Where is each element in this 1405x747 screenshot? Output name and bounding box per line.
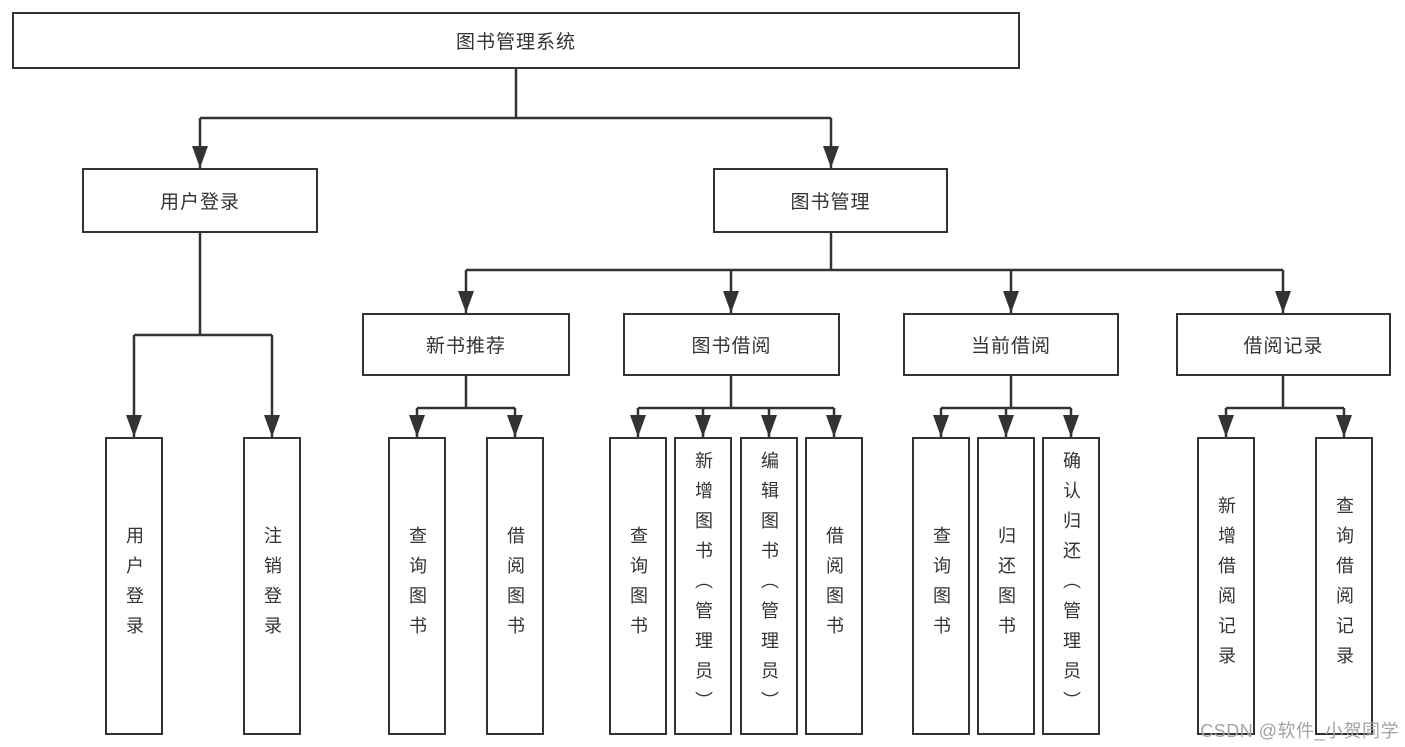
arrowhead-icon [630, 415, 646, 437]
node-query-books-current: 查询图书 [912, 437, 970, 735]
node-query-books-borrow: 查询图书 [609, 437, 667, 735]
arrowhead-icon [723, 291, 739, 313]
arrowhead-icon [192, 146, 208, 168]
arrowhead-icon [826, 415, 842, 437]
node-label: 当前借阅 [970, 336, 1051, 357]
node-label: 图书管理系统 [455, 32, 576, 53]
watermark-text: CSDN @软件_小贺同学 [1200, 721, 1399, 741]
node-edit-books-admin: 编辑图书（管理员） [740, 437, 798, 735]
node-label: 查询图书 [407, 526, 427, 646]
node-label: 查询图书 [628, 526, 648, 646]
node-label: 借阅记录 [1243, 336, 1324, 357]
arrowhead-icon [1218, 415, 1234, 437]
node-borrow-records: 借阅记录 [1176, 313, 1391, 376]
node-label: 查询图书 [931, 526, 951, 646]
edges-root-to-level2 [192, 69, 839, 168]
node-label: 图书借阅 [691, 336, 772, 357]
node-user-login: 用户登录 [82, 168, 318, 233]
node-label: 借阅图书 [505, 526, 525, 646]
edges-current-borrow-children [933, 376, 1079, 437]
edges-new-book-recommend-children [409, 376, 523, 437]
node-label: 新增借阅记录 [1216, 496, 1236, 676]
node-add-books-admin: 新增图书（管理员） [674, 437, 732, 735]
node-label: 用户登录 [159, 192, 240, 213]
arrowhead-icon [126, 415, 142, 437]
node-return-books: 归还图书 [977, 437, 1035, 735]
arrowhead-icon [998, 415, 1014, 437]
node-label: 确认归还（管理员） [1061, 451, 1081, 721]
node-query-borrow-record: 查询借阅记录 [1315, 437, 1373, 735]
node-query-books-recommend: 查询图书 [388, 437, 446, 735]
arrowhead-icon [458, 291, 474, 313]
edges-borrow-records-children [1218, 376, 1352, 437]
node-borrow-books-recommend: 借阅图书 [486, 437, 544, 735]
node-label: 借阅图书 [824, 526, 844, 646]
node-confirm-return-admin: 确认归还（管理员） [1042, 437, 1100, 735]
arrowhead-icon [1003, 291, 1019, 313]
arrowhead-icon [264, 415, 280, 437]
arrowhead-icon [1063, 415, 1079, 437]
node-book-borrow: 图书借阅 [623, 313, 840, 376]
edges-book-management-to-level3 [458, 233, 1291, 313]
arrowhead-icon [507, 415, 523, 437]
node-label: 用户登录 [124, 526, 144, 646]
node-add-borrow-record: 新增借阅记录 [1197, 437, 1255, 735]
arrowhead-icon [409, 415, 425, 437]
node-label: 归还图书 [996, 526, 1016, 646]
node-label: 图书管理 [790, 192, 871, 213]
node-new-book-recommend: 新书推荐 [362, 313, 570, 376]
node-borrow-books-action: 借阅图书 [805, 437, 863, 735]
arrowhead-icon [933, 415, 949, 437]
node-label: 编辑图书（管理员） [759, 451, 779, 721]
arrowhead-icon [695, 415, 711, 437]
node-current-borrow: 当前借阅 [903, 313, 1119, 376]
arrowhead-icon [761, 415, 777, 437]
arrowhead-icon [823, 146, 839, 168]
node-label: 查询借阅记录 [1334, 496, 1354, 676]
arrowhead-icon [1275, 291, 1291, 313]
node-label: 新书推荐 [425, 336, 506, 357]
edges-user-login-children [126, 233, 280, 437]
node-label: 注销登录 [262, 526, 282, 646]
arrowhead-icon [1336, 415, 1352, 437]
node-logout-action: 注销登录 [243, 437, 301, 735]
edges-book-borrow-children [630, 376, 842, 437]
node-user-login-action: 用户登录 [105, 437, 163, 735]
node-book-management: 图书管理 [713, 168, 948, 233]
node-root-system: 图书管理系统 [12, 12, 1020, 69]
node-label: 新增图书（管理员） [693, 451, 713, 721]
